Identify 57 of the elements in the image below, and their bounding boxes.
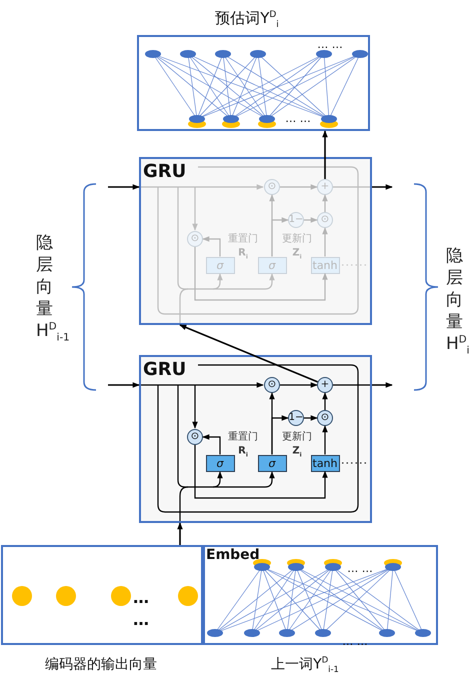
arrow [271, 217, 289, 256]
gate-label: R$_{i}$ [238, 446, 248, 456]
ellipsis: … … [285, 112, 311, 126]
arrow [179, 324, 318, 383]
ellipsis: … … [342, 636, 368, 648]
block-label: GRU [143, 360, 186, 380]
block-label: GRU [143, 162, 186, 182]
gate-label: 重置门 [228, 432, 258, 442]
arrow [177, 522, 183, 545]
ellipsis: … … [347, 562, 373, 576]
activation-box: σ [206, 454, 234, 472]
activation-box: σ [206, 256, 234, 274]
operator-circle: ⊙ [317, 212, 333, 228]
arrow [108, 382, 140, 388]
ellipsis: … … [317, 38, 343, 52]
operator-circle: ⊙ [317, 410, 333, 426]
operator-circle: ⊙ [264, 377, 280, 393]
gru-box [139, 157, 372, 325]
arrow [108, 184, 140, 190]
arrow [322, 194, 328, 212]
arrow [322, 425, 328, 454]
arrow [194, 445, 328, 499]
arrow [372, 382, 393, 388]
layer-title: 编码器的输出向量 [45, 657, 157, 673]
arrow [372, 184, 393, 190]
operator-circle: ⊙ [187, 231, 203, 247]
operator-circle: ⊙ [187, 429, 203, 445]
gate-label: Z$_{i}$ [292, 248, 302, 258]
arrow [202, 434, 221, 454]
arrow [280, 382, 318, 388]
ellipsis: … [133, 589, 149, 607]
activation-box: σ [258, 256, 286, 274]
arrow [194, 247, 328, 301]
activation-box: σ [258, 454, 286, 472]
gate-label: 更新门 [282, 432, 312, 442]
operator-circle: + [317, 179, 333, 195]
activation-box: tanh [310, 454, 340, 472]
arrow [304, 217, 318, 223]
ellipsis: … [133, 611, 149, 629]
gru-box [139, 355, 372, 523]
gate-label: 重置门 [228, 234, 258, 244]
arrow [322, 392, 328, 410]
arrow [304, 415, 318, 421]
activation-box: tanh [310, 256, 340, 274]
gate-label: 更新门 [282, 234, 312, 244]
block-label: Embed [206, 548, 260, 564]
operator-circle: 1− [288, 212, 304, 228]
arrow [202, 236, 221, 256]
operator-circle: + [317, 377, 333, 393]
arrow [280, 184, 318, 190]
arrow [271, 415, 289, 454]
gate-label: R$_{i}$ [238, 248, 248, 258]
arrow [322, 227, 328, 256]
operator-circle: 1− [288, 410, 304, 426]
gate-label: Z$_{i}$ [292, 446, 302, 456]
arrow [322, 130, 328, 179]
operator-circle: ⊙ [264, 179, 280, 195]
